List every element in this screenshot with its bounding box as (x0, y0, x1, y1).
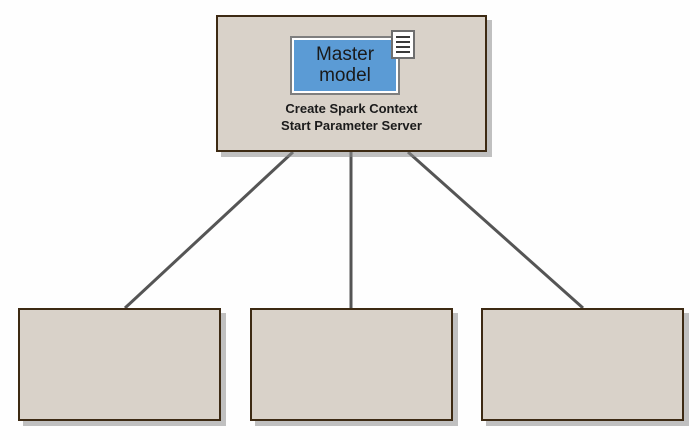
worker-node-2[interactable] (250, 308, 453, 421)
master-node[interactable]: Master model Create Spark Context Start … (216, 15, 487, 152)
document-icon (391, 30, 415, 59)
master-node-caption: Create Spark Context Start Parameter Ser… (218, 100, 485, 134)
master-model-label-line-2: model (319, 64, 371, 86)
connector-master-to-worker-3 (407, 150, 584, 310)
worker-node-1[interactable] (18, 308, 221, 421)
master-caption-line-2: Start Parameter Server (281, 118, 422, 134)
worker-node-3[interactable] (481, 308, 684, 421)
master-model-shape[interactable]: Master model (290, 36, 400, 95)
connector-master-to-worker-1 (123, 150, 295, 310)
master-caption-line-1: Create Spark Context (285, 101, 418, 116)
master-model-label-line-1: Master (315, 43, 375, 65)
